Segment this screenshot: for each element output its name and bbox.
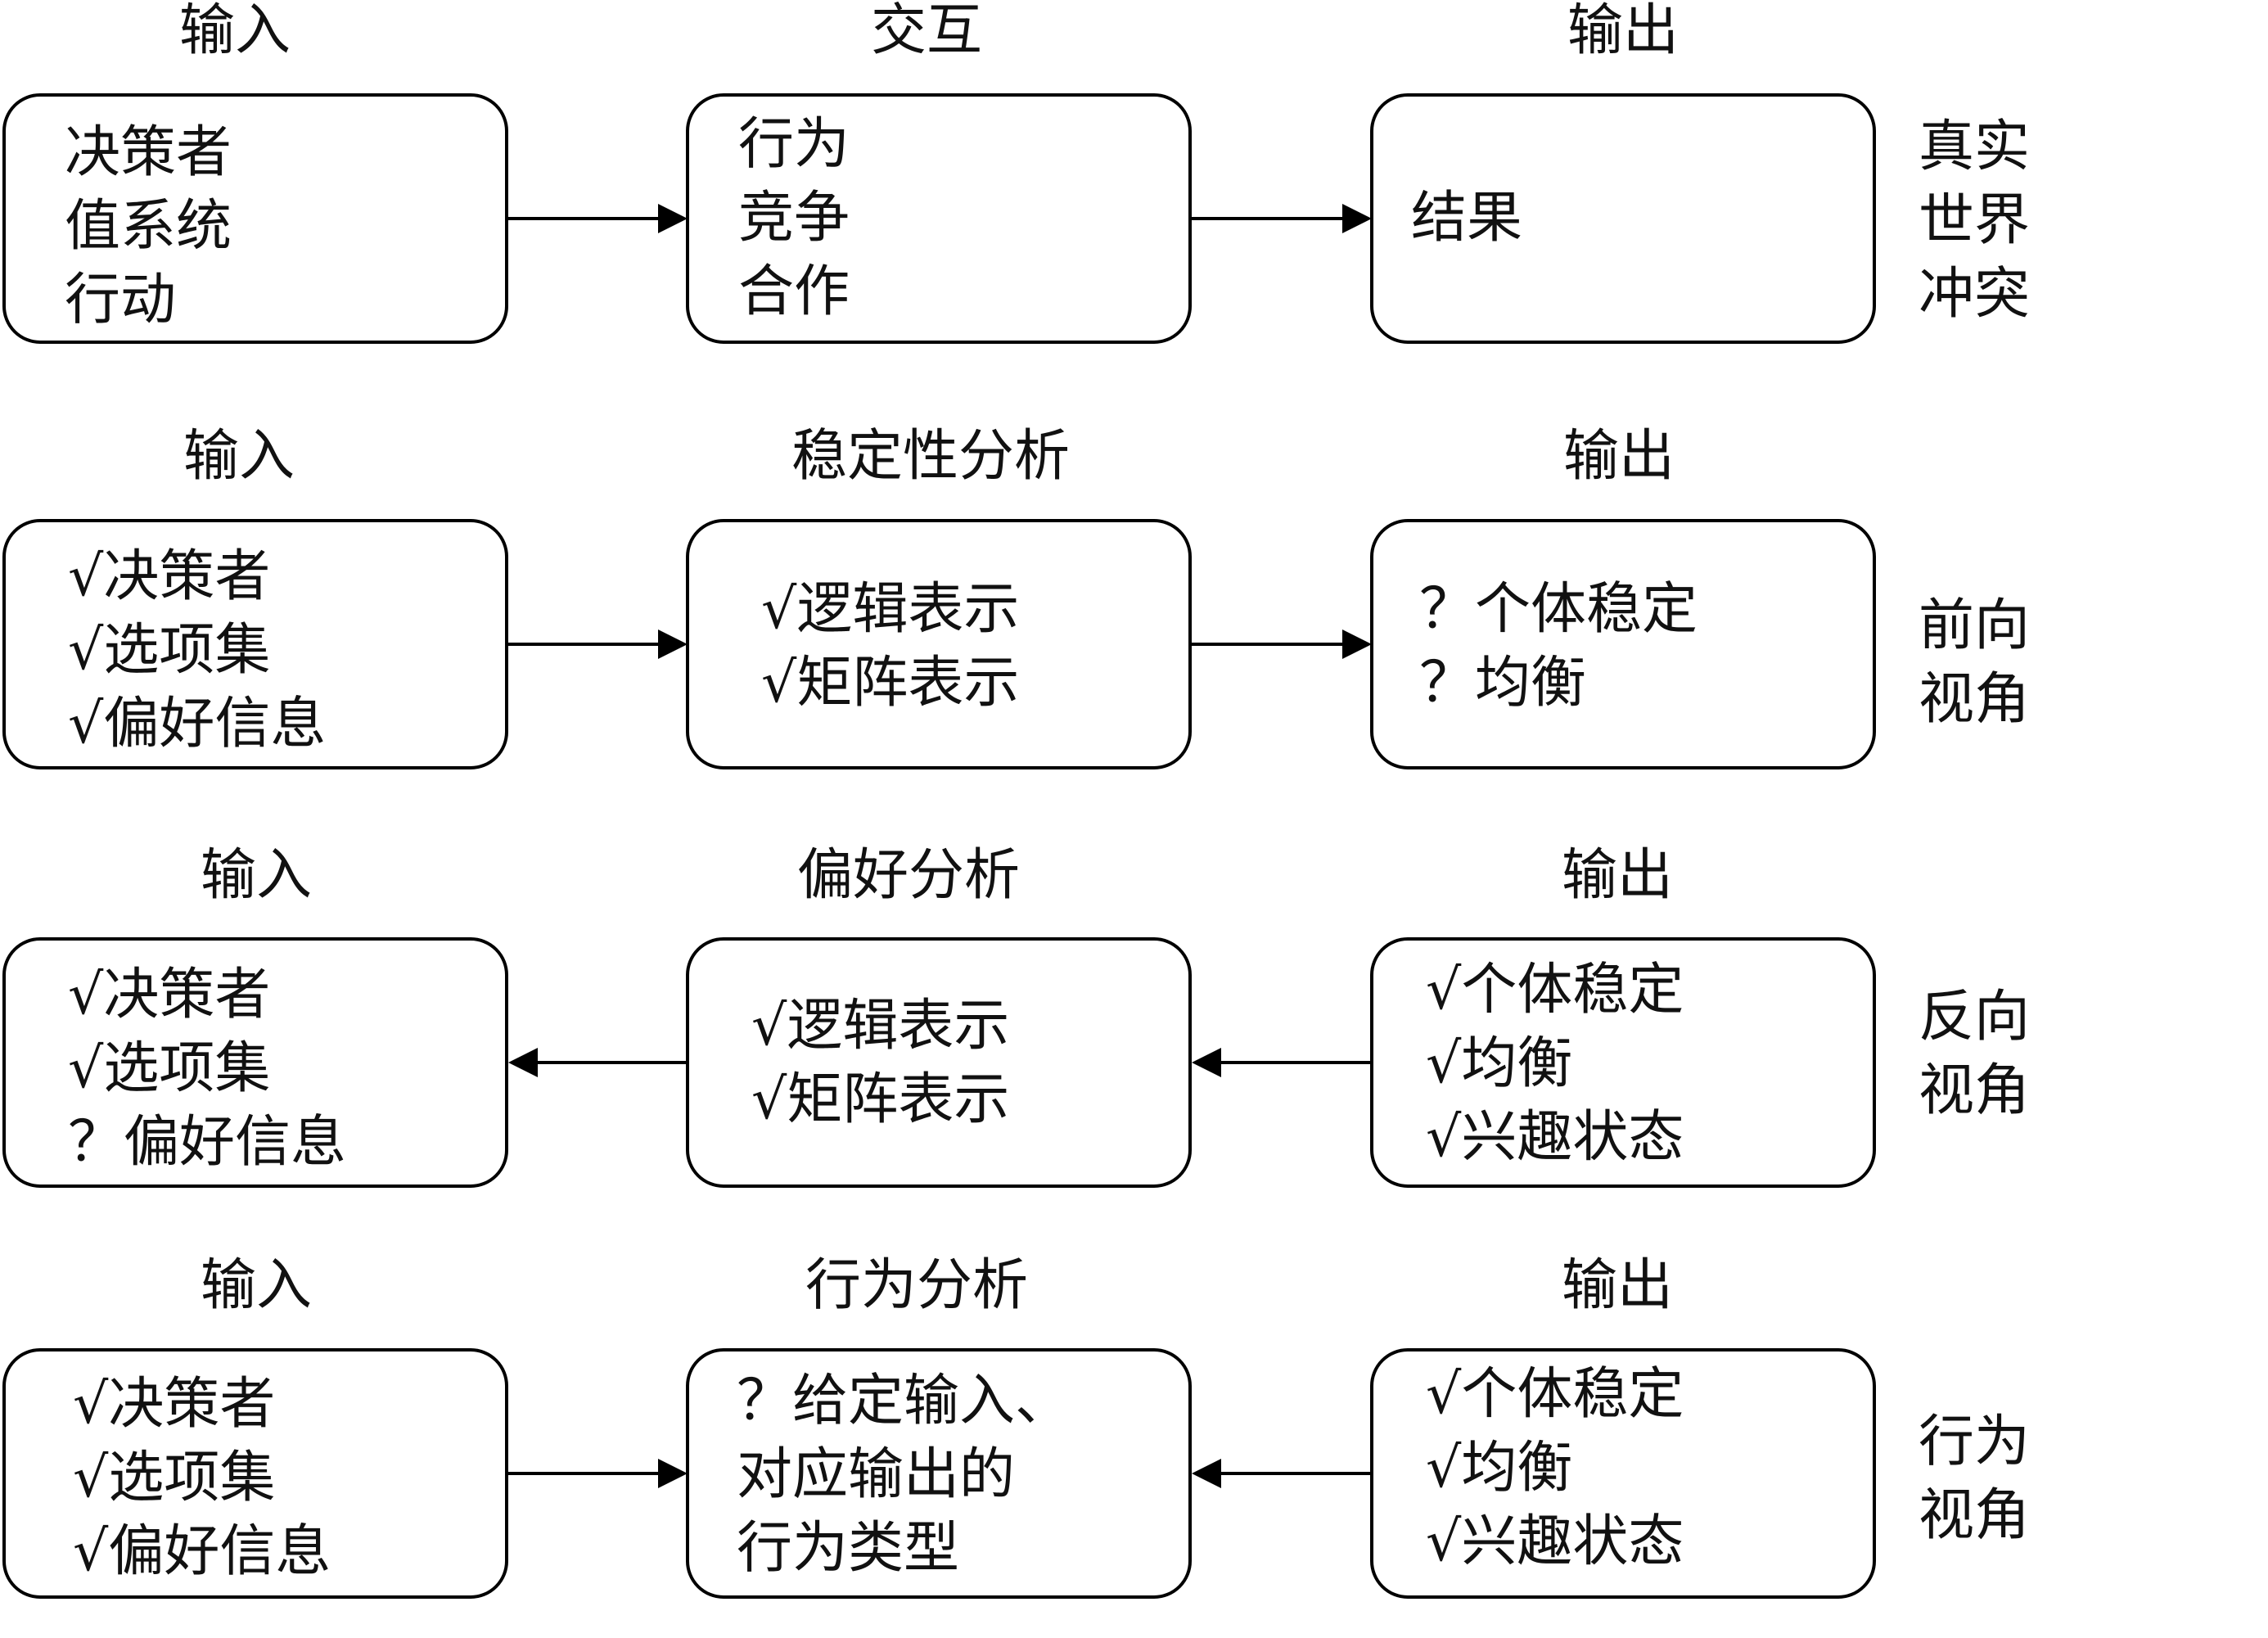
- row3-output-item: √均衡: [1426, 1031, 1573, 1096]
- row1-mid-item: 行为: [738, 112, 850, 177]
- row4-output-title: 输出: [1561, 1253, 1674, 1318]
- row4-arrow-input-to-mid: [508, 1459, 688, 1488]
- row4-side-label: 行为 视角: [1919, 1406, 2049, 1553]
- row1-input-item: 值系统: [65, 194, 232, 259]
- row2-arrow-input-to-mid: [508, 629, 688, 659]
- row1-mid-box: 行为 竞争 合作: [686, 93, 1192, 344]
- row3-output-item: √个体稳定: [1426, 958, 1684, 1022]
- row2-input-title: 输入: [183, 424, 295, 489]
- row3-input-item: √选项集: [68, 1036, 271, 1101]
- row3-arrow-output-to-mid: [1192, 1048, 1370, 1077]
- row1-arrow-mid-to-output: [1192, 204, 1372, 233]
- row2-mid-box: √逻辑表示 √矩阵表示: [686, 519, 1192, 769]
- row2-input-item: √决策者: [68, 544, 271, 609]
- row1-mid-list: 行为 竞争 合作: [738, 108, 850, 329]
- row4-input-item: √偏好信息: [73, 1519, 331, 1584]
- row1-output-item: 结果: [1411, 186, 1523, 250]
- row3-mid-item: √逻辑表示: [751, 994, 1010, 1058]
- row4-output-list: √个体稳定 √均衡 √兴趣状态: [1426, 1358, 1684, 1579]
- row2-mid-item: √逻辑表示: [761, 577, 1020, 642]
- row1-mid-item: 合作: [738, 259, 850, 324]
- row3-mid-item: √矩阵表示: [751, 1067, 1010, 1132]
- row3-input-list: √决策者 √选项集 ？偏好信息: [68, 959, 346, 1180]
- row2-arrow-mid-to-output: [1192, 629, 1372, 659]
- row1-output-box: 结果: [1370, 93, 1876, 344]
- row2-input-box: √决策者 √选项集 √偏好信息: [2, 519, 508, 769]
- row4-input-item: √选项集: [73, 1446, 276, 1510]
- row4-mid-item: ？给定输入、: [737, 1369, 1071, 1433]
- row2-input-item: √选项集: [68, 618, 271, 683]
- side-label-line: 反向: [1919, 985, 2031, 1049]
- row3-mid-title: 偏好分析: [796, 843, 1021, 908]
- row2-output-box: ？个体稳定 ？均衡: [1370, 519, 1876, 769]
- row4-output-item: √个体稳定: [1426, 1362, 1684, 1427]
- row1-input-item: 行动: [65, 268, 177, 332]
- row2-mid-list: √逻辑表示 √矩阵表示: [761, 573, 1019, 720]
- row1-input-box: 决策者 值系统 行动: [2, 93, 508, 344]
- row4-output-item: √均衡: [1426, 1436, 1573, 1500]
- row1-side-label: 真实 世界 冲突: [1919, 111, 2049, 332]
- row4-input-title: 输入: [200, 1253, 313, 1318]
- row3-input-item: ？偏好信息: [68, 1110, 347, 1175]
- row1-input-title: 输入: [178, 0, 291, 63]
- row4-mid-item: 行为类型: [737, 1516, 960, 1581]
- row4-mid-list: ？给定输入、 对应输出的 行为类型: [737, 1365, 1071, 1586]
- side-label-line: 世界: [1919, 188, 2031, 253]
- row4-input-box: √决策者 √选项集 √偏好信息: [2, 1348, 508, 1599]
- row3-output-list: √个体稳定 √均衡 √兴趣状态: [1426, 954, 1684, 1175]
- row1-arrow-input-to-mid: [508, 204, 688, 233]
- row3-input-item: √决策者: [68, 963, 271, 1027]
- row2-output-item: ？个体稳定: [1419, 577, 1698, 642]
- side-label-line: 视角: [1919, 1483, 2031, 1548]
- side-label-line: 视角: [1919, 1058, 2031, 1123]
- row2-output-list: ？个体稳定 ？均衡: [1419, 573, 1698, 720]
- row2-mid-item: √矩阵表示: [761, 651, 1020, 715]
- row1-mid-item: 竞争: [738, 186, 850, 250]
- row3-input-title: 输入: [200, 843, 313, 908]
- side-label-line: 前向: [1919, 593, 2031, 658]
- row3-output-box: √个体稳定 √均衡 √兴趣状态: [1370, 937, 1876, 1188]
- row4-output-item: √兴趣状态: [1426, 1509, 1684, 1574]
- side-label-line: 真实: [1919, 115, 2031, 179]
- row4-mid-box: ？给定输入、 对应输出的 行为类型: [686, 1348, 1192, 1599]
- row3-output-title: 输出: [1561, 843, 1674, 908]
- row2-mid-title: 稳定性分析: [791, 424, 1071, 489]
- row3-input-box: √决策者 √选项集 ？偏好信息: [2, 937, 508, 1188]
- row3-side-label: 反向 视角: [1919, 981, 2049, 1128]
- row3-output-item: √兴趣状态: [1426, 1105, 1684, 1170]
- side-label-line: 视角: [1919, 667, 2031, 732]
- row2-input-list: √决策者 √选项集 √偏好信息: [68, 540, 326, 761]
- side-label-line: 行为: [1919, 1410, 2031, 1474]
- row3-mid-box: √逻辑表示 √矩阵表示: [686, 937, 1192, 1188]
- row2-side-label: 前向 视角: [1919, 589, 2049, 737]
- row3-arrow-mid-to-input: [508, 1048, 686, 1077]
- row2-output-title: 输出: [1562, 424, 1675, 489]
- row4-arrow-output-to-mid: [1192, 1459, 1370, 1488]
- row2-input-item: √偏好信息: [68, 692, 327, 756]
- row3-mid-list: √逻辑表示 √矩阵表示: [751, 990, 1009, 1137]
- side-label-line: 冲突: [1919, 262, 2031, 327]
- row4-input-list: √决策者 √选项集 √偏好信息: [73, 1368, 331, 1589]
- row4-mid-title: 行为分析: [805, 1253, 1029, 1318]
- row1-output-list: 结果: [1411, 182, 1522, 255]
- row4-input-item: √决策者: [73, 1372, 276, 1437]
- row1-input-item: 决策者: [65, 120, 232, 185]
- row4-mid-item: 对应输出的: [737, 1442, 1016, 1507]
- row1-output-title: 输出: [1567, 0, 1680, 63]
- row1-input-list: 决策者 值系统 行动: [65, 116, 232, 337]
- row1-mid-title: 交互: [870, 0, 983, 63]
- row2-output-item: ？均衡: [1419, 651, 1587, 715]
- row4-output-box: √个体稳定 √均衡 √兴趣状态: [1370, 1348, 1876, 1599]
